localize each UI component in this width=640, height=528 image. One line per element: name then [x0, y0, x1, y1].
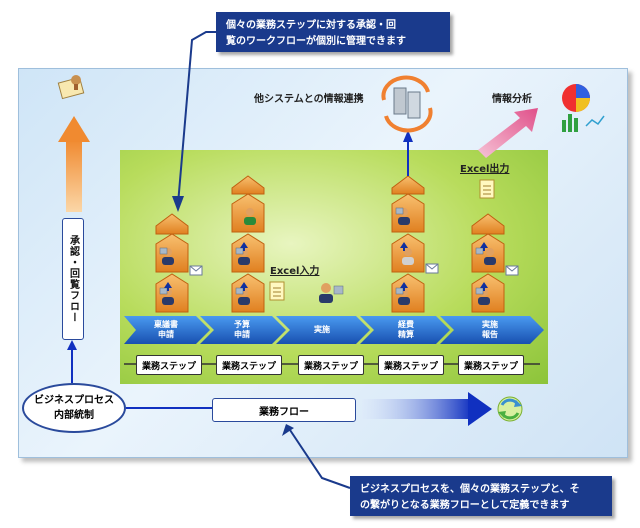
arrow-to-integration — [403, 130, 413, 176]
step-box-2: 業務ステップ — [216, 355, 282, 375]
server-sync-icon — [381, 75, 433, 133]
callout-bottom-pointer — [282, 424, 351, 489]
bp-control-line1: ビジネスプロセス — [34, 395, 114, 406]
monitor-icon — [159, 207, 484, 295]
chevron-label-4: 経費 精算 — [398, 320, 414, 339]
upward-arrow-left — [58, 116, 90, 212]
step-box-5: 業務ステップ — [458, 355, 524, 375]
refresh-cycle-icon — [497, 396, 523, 422]
chevron-label-2: 予算 申請 — [234, 320, 250, 339]
analysis-arrow — [478, 108, 538, 158]
approval-stamp-icon — [57, 75, 85, 100]
step-box-3: 業務ステップ — [298, 355, 364, 375]
chevron-label-1: 稟議書 申請 — [154, 320, 178, 339]
person-icon — [162, 208, 496, 305]
integration-label: 他システムとの情報連携 — [254, 94, 364, 105]
chevron-label-5: 実施 報告 — [482, 320, 498, 339]
arrow-bp-to-approval — [67, 340, 77, 383]
business-flow-arrow — [362, 392, 492, 426]
step-box-1: 業務ステップ — [136, 355, 202, 375]
analysis-label: 情報分析 — [492, 94, 532, 105]
chart-analysis-icon — [562, 84, 605, 132]
excel-output-label: Excel出力 — [460, 164, 510, 175]
bp-control-ellipse: ビジネスプロセス 内部統制 — [22, 383, 126, 433]
business-flow-box: 業務フロー — [212, 398, 356, 422]
callout-bottom-line1: ビジネスプロセスを、個々の業務ステップと、そ — [360, 484, 580, 495]
callout-top-pointer — [172, 31, 216, 212]
stack-up-arrows — [164, 242, 488, 291]
callout-top: 個々の業務ステップに対する承認・回 覧のワークフローが個別に管理できます — [216, 12, 450, 52]
step-box-4: 業務ステップ — [378, 355, 444, 375]
approval-flow-box: 承認・回覧フロー — [62, 218, 84, 340]
document-icon — [269, 179, 495, 301]
mail-icon — [189, 263, 519, 276]
chevron-label-3: 実施 — [314, 325, 330, 334]
process-chevron-band — [124, 316, 544, 344]
callout-top-line1: 個々の業務ステップに対する承認・回 — [226, 20, 396, 31]
excel-input-label: Excel入力 — [270, 266, 320, 277]
callout-bottom-line2: の繋がりとなる業務フローとして定義できます — [360, 500, 570, 511]
callout-top-line2: 覧のワークフローが個別に管理できます — [226, 36, 406, 47]
callout-bottom: ビジネスプロセスを、個々の業務ステップと、そ の繋がりとなる業務フローとして定義… — [350, 476, 612, 516]
bp-control-line2: 内部統制 — [54, 410, 94, 421]
